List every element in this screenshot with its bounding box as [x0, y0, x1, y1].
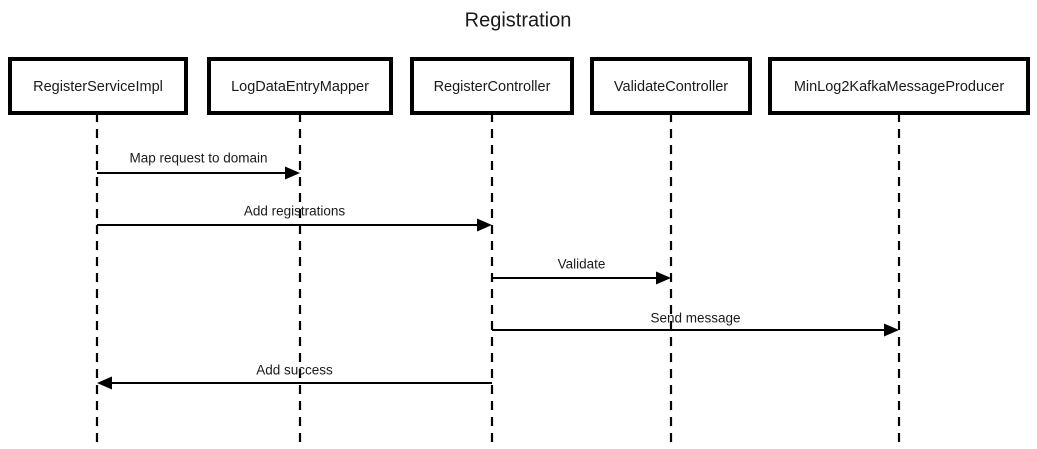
message-m5[interactable]: Add success — [97, 363, 492, 390]
message-m2[interactable]: Add registrations — [97, 204, 492, 232]
message-m1[interactable]: Map request to domain — [97, 151, 300, 180]
participant-box — [410, 57, 574, 115]
participant-box — [768, 57, 1030, 115]
message-arrowhead — [477, 218, 492, 232]
diagram-title: Registration — [465, 9, 572, 31]
message-m4[interactable]: Send message — [492, 311, 899, 337]
participants-layer: RegisterServiceImpl LogDataEntryMapper Reg… — [8, 57, 1030, 115]
participant-p5[interactable]: MinLog2KafkaMessageProducer — [768, 57, 1030, 115]
message-arrowhead — [97, 376, 112, 390]
participant-box — [8, 57, 188, 115]
participant-label: LogDataEntryMapper — [231, 79, 369, 95]
participant-label: RegisterController — [434, 79, 551, 95]
message-label: Validate — [558, 257, 606, 272]
message-label: Add registrations — [244, 204, 346, 219]
lifelines-layer — [95, 113, 901, 449]
participant-label: RegisterServiceImpl — [33, 79, 163, 95]
message-label: Map request to domain — [129, 151, 267, 166]
participant-label: ValidateController — [614, 79, 728, 95]
participant-box — [207, 57, 393, 115]
message-arrowhead — [884, 323, 899, 337]
participant-box — [590, 57, 752, 115]
participant-p2[interactable]: LogDataEntryMapper — [207, 57, 393, 115]
message-label: Send message — [650, 311, 740, 326]
message-arrowhead — [285, 166, 300, 180]
participant-label: MinLog2KafkaMessageProducer — [794, 79, 1005, 95]
message-m3[interactable]: Validate — [492, 257, 671, 285]
participant-p3[interactable]: RegisterController — [410, 57, 574, 115]
participant-p1[interactable]: RegisterServiceImpl — [8, 57, 188, 115]
message-label: Add success — [256, 363, 333, 378]
participant-p4[interactable]: ValidateController — [590, 57, 752, 115]
message-arrowhead — [656, 271, 671, 285]
